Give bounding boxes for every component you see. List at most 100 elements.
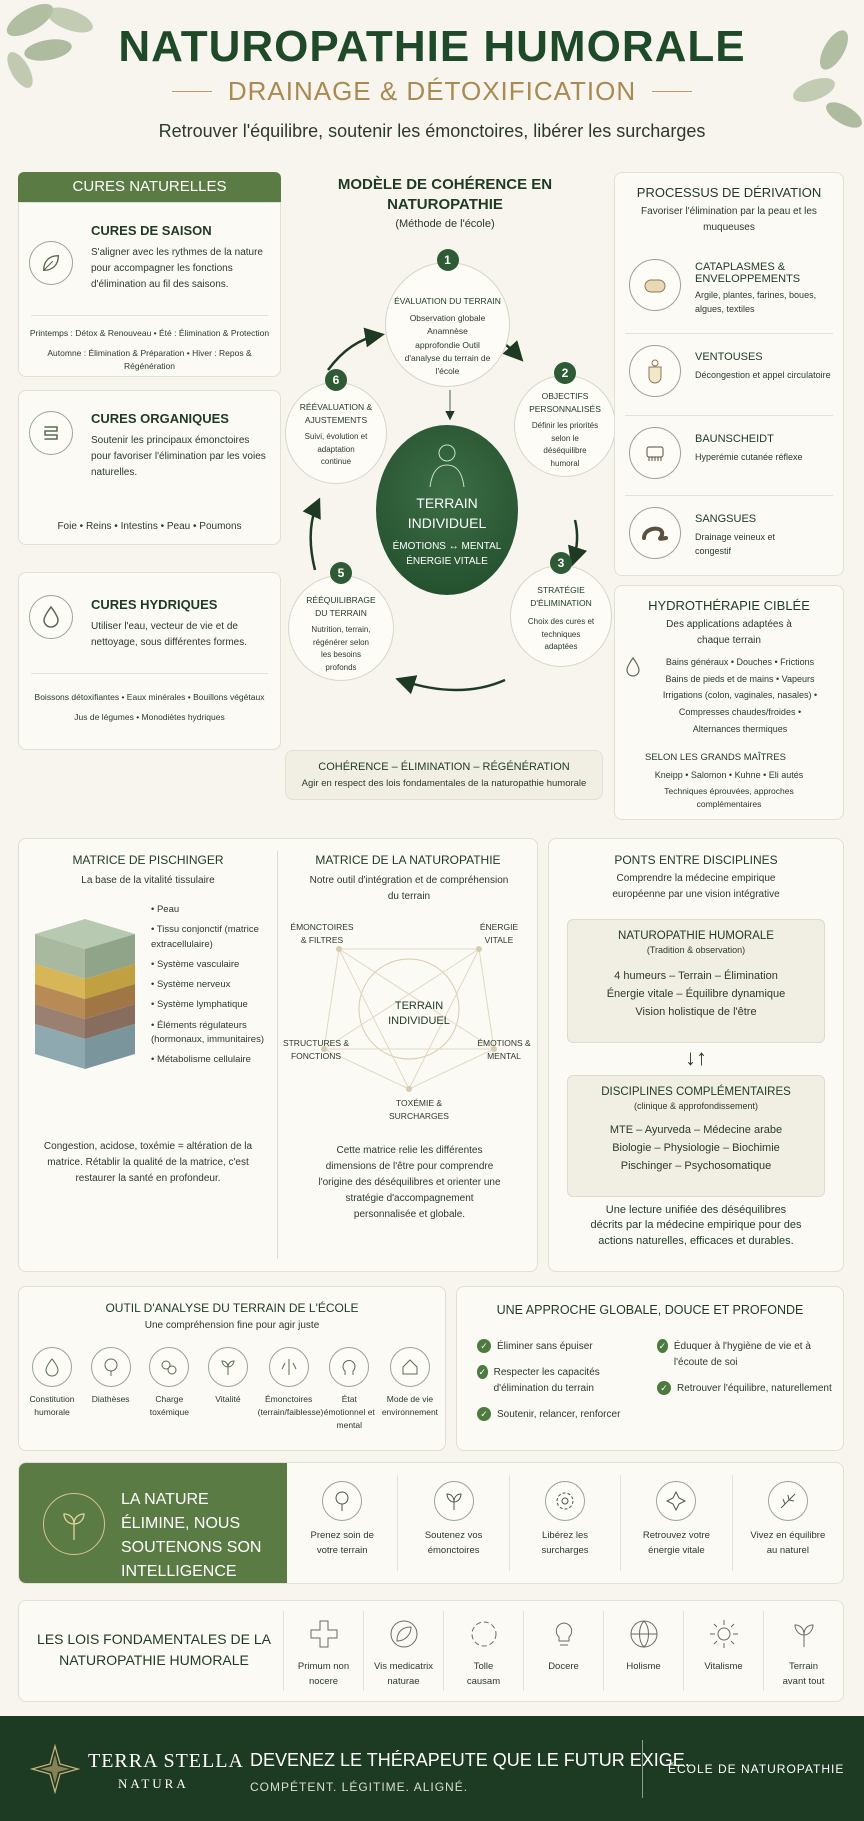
- matrice-network-icon: [321, 946, 497, 1092]
- derivation-item-3: SANGSUES Drainage veineux et congestif: [615, 503, 843, 575]
- matrice-text: Cette matrice relie les différentes dime…: [318, 1145, 501, 1220]
- ponts-card: PONTS ENTRE DISCIPLINES Comprendre la mé…: [548, 838, 844, 1272]
- outil-item: Vitalité: [199, 1347, 257, 1433]
- step-5-text: Nutrition, terrain, régénérer selon les …: [311, 625, 371, 672]
- ponts-box1-title: NATUROPATHIE HUMORALE: [618, 930, 774, 942]
- outil-item: Mode de vie environnement: [379, 1347, 441, 1433]
- step-1-text: Observation globale Anamnèse approfondie…: [404, 313, 491, 376]
- footer-brand-sub: NATURA: [118, 1776, 189, 1791]
- ponts-box1-line3: Vision holistique de l'être: [635, 1005, 757, 1018]
- loi-item: Vitalisme: [683, 1611, 763, 1691]
- cure-organiques-items: Foie • Reins • Intestins • Peau • Poumon…: [57, 521, 242, 532]
- leaf-icon: [29, 241, 73, 285]
- outil-card: OUTIL D'ANALYSE DU TERRAIN DE L'ÉCOLE Un…: [18, 1286, 446, 1451]
- loi-item: Docere: [523, 1611, 603, 1691]
- pischinger-item: • Système nerveux: [151, 979, 231, 990]
- banner-item-label: Soutenez vos émonctoires: [424, 1530, 483, 1556]
- hydro-line4: Compresses chaudes/froides •: [678, 706, 802, 717]
- bulb-icon: [555, 1622, 572, 1646]
- step-3-number: 3: [550, 552, 572, 574]
- model-footer-title: COHÉRENCE – ÉLIMINATION – RÉGÉNÉRATION: [318, 761, 570, 773]
- derivation-item-2-text: Hyperémie cutanée réflexe: [695, 452, 803, 462]
- derivation-item-3-title: SANGSUES: [695, 513, 757, 525]
- outil-item: Constitution humorale: [23, 1347, 81, 1433]
- step-2-number: 2: [554, 362, 576, 384]
- footer-school: ÉCOLE DE NATUROPATHIE: [668, 1762, 845, 1776]
- check-icon: ✓: [477, 1365, 488, 1379]
- poultice-icon: [629, 259, 681, 311]
- cup-icon: [629, 345, 681, 397]
- banner-item: Soutenez vos émonctoires: [398, 1475, 510, 1571]
- outil-item: Émonctoires (terrain/faiblesse): [258, 1347, 323, 1433]
- globe-icon: [630, 1620, 657, 1648]
- ponts-sub: Comprendre la médecine empirique europée…: [612, 873, 780, 900]
- pischinger-item: • Peau: [151, 904, 180, 915]
- brush-icon: [629, 427, 681, 479]
- loi-label: Primum non nocere: [297, 1661, 350, 1687]
- hydro-line3: Irrigations (colon, vaginales, nasales) …: [662, 690, 818, 701]
- tree-circle-icon: [322, 1481, 363, 1521]
- ponts-box2-title: DISCIPLINES COMPLÉMENTAIRES: [601, 1086, 791, 1098]
- terrain-center-line1: ÉMOTIONS ↔ MENTAL: [392, 541, 502, 553]
- banner-item: Retrouvez votre énergie vitale: [621, 1475, 733, 1571]
- cure-hydriques-line1: Boissons détoxifiantes • Eaux minérales …: [34, 692, 265, 702]
- hydro-masters-text: Techniques éprouvées, approches compléme…: [664, 786, 794, 810]
- hydro-masters-title: SELON LES GRANDS MAÎTRES: [645, 752, 786, 763]
- derivation-item-1: VENTOUSES Décongestion et appel circulat…: [615, 341, 843, 413]
- outil-title: OUTIL D'ANALYSE DU TERRAIN DE L'ÉCOLE: [105, 1301, 359, 1315]
- outil-item-label: Mode de vie environnement: [381, 1394, 439, 1418]
- banner-item-label: Libérez les surcharges: [541, 1530, 589, 1556]
- banner-item-label: Prenez soin de votre terrain: [310, 1530, 374, 1556]
- drop-icon: [29, 595, 73, 639]
- approche-title: UNE APPROCHE GLOBALE, DOUCE ET PROFONDE: [496, 1303, 804, 1317]
- cure-hydriques-title: CURES HYDRIQUES: [91, 597, 218, 612]
- derivation-item-0-title: CATAPLASMES & ENVELOPPEMENTS: [695, 261, 801, 285]
- ponts-box2: DISCIPLINES COMPLÉMENTAIRES (clinique & …: [567, 1075, 825, 1197]
- model-footer: COHÉRENCE – ÉLIMINATION – RÉGÉNÉRATION A…: [285, 750, 603, 800]
- footer-headline: DEVENEZ LE THÉRAPEUTE QUE LE FUTUR EXIGE…: [250, 1750, 690, 1770]
- hydro-line2: Bains de pieds et de mains • Vapeurs: [665, 673, 815, 684]
- hydro-line5: Alternances thermiques: [692, 723, 788, 734]
- derivation-title: PROCESSUS DE DÉRIVATION: [636, 185, 822, 200]
- cure-hydriques-line2: Jus de légumes • Monodiètes hydriques: [74, 712, 225, 722]
- step-6-text: Suivi, évolution et adaptation continue: [304, 432, 368, 467]
- hydro-line1: Bains généraux • Douches • Frictions: [665, 657, 815, 667]
- matrice-top-right: ÉNERGIE VITALE: [479, 922, 519, 946]
- organs-icon: [268, 1347, 309, 1387]
- plant-icon: [793, 1624, 814, 1647]
- derivation-item-2: BAUNSCHEIDT Hyperémie cutanée réflexe: [615, 423, 843, 495]
- cures-heading: CURES NATURELLES: [18, 172, 281, 202]
- matrices-card: MATRICE DE PISCHINGER La base de la vita…: [18, 838, 538, 1272]
- terrain-center-line2: ÉNERGIE VITALE: [406, 556, 488, 568]
- check-icon: ✓: [657, 1381, 671, 1395]
- derivation-item-0: CATAPLASMES & ENVELOPPEMENTS Argile, pla…: [615, 251, 843, 333]
- banner-item-label: Retrouvez votre énergie vitale: [642, 1530, 710, 1556]
- pischinger-item: • Éléments régulateurs (hormonaux, immun…: [151, 1019, 264, 1045]
- loi-label: Vitalisme: [704, 1661, 743, 1672]
- matrix-layers-icon: [35, 919, 135, 1069]
- step-1: 1 ÉVALUATION DU TERRAIN Observation glob…: [385, 249, 510, 387]
- outil-item-label: Diathèses: [91, 1394, 130, 1404]
- cure-organiques-text: Soutenir les principaux émonctoires pour…: [91, 435, 266, 478]
- ponts-box2-line1: MTE – Ayurveda – Médecine arabe: [609, 1123, 783, 1136]
- step-6-title: RÉÉVALUATION & AJUSTEMENTS: [299, 402, 373, 426]
- cure-organiques-title: CURES ORGANIQUES: [91, 411, 229, 426]
- ponts-box1-line1: 4 humeurs – Terrain – Élimination: [614, 969, 778, 982]
- ponts-box1-sub: (Tradition & observation): [646, 945, 746, 955]
- sun-icon: [709, 1620, 738, 1648]
- lois-card: LES LOIS FONDAMENTALES DE LA NATUROPATHI…: [18, 1600, 844, 1702]
- house-icon: [389, 1347, 430, 1387]
- matrice-bottom: TOXÉMIE & SURCHARGES: [389, 1098, 449, 1122]
- mandala-icon: [656, 1481, 697, 1521]
- terrain-center-title: TERRAIN INDIVIDUEL: [407, 495, 487, 531]
- cure-saison-title: CURES DE SAISON: [91, 223, 212, 238]
- derivation-sub: Favoriser l'élimination par la peau et l…: [641, 206, 817, 233]
- loi-label: Terrain avant tout: [782, 1661, 825, 1687]
- flower-icon: [545, 1481, 586, 1521]
- matrice-center: TERRAIN INDIVIDUEL: [388, 1000, 450, 1028]
- human-figure-icon: [429, 444, 465, 488]
- cure-hydriques-card: CURES HYDRIQUES Utiliser l'eau, vecteur …: [18, 572, 281, 750]
- mind-icon: [329, 1347, 370, 1387]
- step-2-title: OBJECTIFS PERSONNALISÉS: [529, 391, 601, 415]
- matrice-title: MATRICE DE LA NATUROPATHIE: [315, 853, 501, 867]
